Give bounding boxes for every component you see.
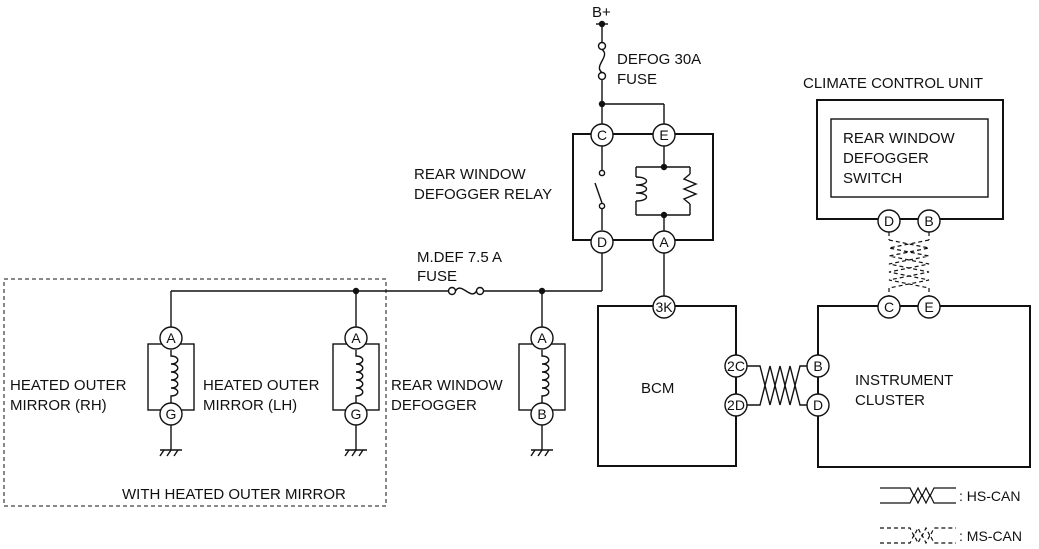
rear-window-defogger-relay: C E D A REAR WINDOW DEFOGGER RELAY bbox=[414, 100, 714, 254]
svg-text:2C: 2C bbox=[727, 358, 745, 374]
legend-hs-can bbox=[880, 486, 956, 505]
climate-pin-b: B bbox=[917, 209, 941, 233]
heated-mirror-option-box bbox=[3, 278, 387, 507]
bcm-label: BCM bbox=[641, 380, 674, 397]
instrument-cluster: INSTRUMENT CLUSTER C E B D bbox=[806, 295, 1031, 468]
cluster-box bbox=[817, 305, 1031, 468]
climate-title: CLIMATE CONTROL UNIT bbox=[803, 75, 983, 92]
defogger-label-2: DEFOGGER bbox=[391, 397, 477, 414]
svg-text:D: D bbox=[597, 234, 607, 250]
heated-outer-mirror-rh: A G HEATED OUTER MIRROR (RH) bbox=[10, 326, 195, 457]
cluster-label-2: CLUSTER bbox=[855, 392, 925, 409]
svg-text:A: A bbox=[166, 330, 176, 346]
svg-text:C: C bbox=[884, 299, 894, 315]
svg-text:2D: 2D bbox=[727, 397, 745, 413]
svg-text:A: A bbox=[659, 234, 669, 250]
rear-window-defogger: A B REAR WINDOW DEFOGGER bbox=[391, 326, 566, 457]
svg-text:G: G bbox=[166, 406, 177, 422]
relay-pin-c: C bbox=[590, 123, 614, 147]
mirror-lh-label-2: MIRROR (LH) bbox=[203, 397, 297, 414]
svg-text:D: D bbox=[813, 397, 823, 413]
bcm: BCM 3K 2C 2D bbox=[597, 253, 748, 467]
defogger-label-1: REAR WINDOW bbox=[391, 377, 504, 394]
mirror-lh-pin-a: A bbox=[344, 326, 368, 350]
legend-ms-can-label: : MS-CAN bbox=[959, 528, 1022, 544]
relay-pin-a: A bbox=[652, 230, 676, 254]
svg-text:A: A bbox=[537, 330, 547, 346]
bcm-pin-2d: 2D bbox=[724, 393, 748, 417]
relay-pin-d: D bbox=[590, 230, 614, 254]
cluster-pin-b: B bbox=[806, 354, 830, 378]
mirror-rh-pin-a: A bbox=[159, 326, 183, 350]
ground-icon bbox=[159, 449, 182, 457]
cluster-pin-c: C bbox=[877, 295, 901, 319]
ground-icon bbox=[530, 449, 553, 457]
hs-can-twisted-pair bbox=[747, 365, 807, 406]
climate-pin-d: D bbox=[877, 209, 901, 233]
defogger-switch-box bbox=[830, 118, 989, 198]
svg-text:G: G bbox=[351, 406, 362, 422]
svg-text:E: E bbox=[659, 127, 668, 143]
defogger-pin-a: A bbox=[530, 326, 554, 350]
mirror-rh-pin-g: G bbox=[159, 402, 183, 426]
cluster-pin-e: E bbox=[917, 295, 941, 319]
cluster-pin-d: D bbox=[806, 393, 830, 417]
bcm-box bbox=[597, 305, 737, 467]
mirror-rh-label-2: MIRROR (RH) bbox=[10, 397, 107, 414]
climate-control-unit: CLIMATE CONTROL UNIT REAR WINDOW DEFOGGE… bbox=[803, 75, 1004, 233]
supply-label: B+ bbox=[592, 4, 611, 21]
svg-text:A: A bbox=[351, 330, 361, 346]
svg-text:D: D bbox=[884, 213, 894, 229]
legend: : HS-CAN : MS-CAN bbox=[880, 486, 1022, 545]
ms-can-twisted-pair bbox=[888, 232, 930, 296]
heated-outer-mirror-lh: A G HEATED OUTER MIRROR (LH) bbox=[203, 326, 380, 457]
legend-ms-can bbox=[880, 526, 956, 545]
legend-hs-can-label: : HS-CAN bbox=[959, 488, 1020, 504]
option-box-label: WITH HEATED OUTER MIRROR bbox=[122, 486, 346, 503]
svg-text:C: C bbox=[597, 127, 607, 143]
svg-text:E: E bbox=[924, 299, 933, 315]
switch-label-3: SWITCH bbox=[843, 170, 902, 187]
defog-fuse-label-1: DEFOG 30A bbox=[617, 51, 701, 68]
bcm-pin-3k: 3K bbox=[652, 295, 676, 319]
svg-text:B: B bbox=[537, 406, 546, 422]
mdef-fuse-circuit: M.DEF 7.5 A FUSE bbox=[170, 249, 603, 327]
svg-text:B: B bbox=[924, 213, 933, 229]
cluster-label-1: INSTRUMENT bbox=[855, 372, 953, 389]
switch-label-2: DEFOGGER bbox=[843, 150, 929, 167]
switch-label-1: REAR WINDOW bbox=[843, 130, 956, 147]
relay-label-1: REAR WINDOW bbox=[414, 166, 527, 183]
battery-supply: B+ bbox=[592, 4, 611, 42]
relay-box bbox=[572, 133, 714, 241]
relay-pin-e: E bbox=[652, 123, 676, 147]
svg-text:B: B bbox=[813, 358, 822, 374]
bcm-pin-2c: 2C bbox=[724, 354, 748, 378]
mdef-fuse-label-1: M.DEF 7.5 A bbox=[417, 249, 502, 266]
mirror-rh-label-1: HEATED OUTER bbox=[10, 377, 127, 394]
defog-30a-fuse: DEFOG 30A FUSE bbox=[597, 41, 701, 104]
svg-text:3K: 3K bbox=[655, 299, 673, 315]
mirror-lh-label-1: HEATED OUTER bbox=[203, 377, 320, 394]
ground-icon bbox=[344, 449, 367, 457]
mdef-fuse-label-2: FUSE bbox=[417, 268, 457, 285]
relay-label-2: DEFOGGER RELAY bbox=[414, 186, 552, 203]
mirror-lh-pin-g: G bbox=[344, 402, 368, 426]
defog-fuse-label-2: FUSE bbox=[617, 71, 657, 88]
defogger-pin-b: B bbox=[530, 402, 554, 426]
